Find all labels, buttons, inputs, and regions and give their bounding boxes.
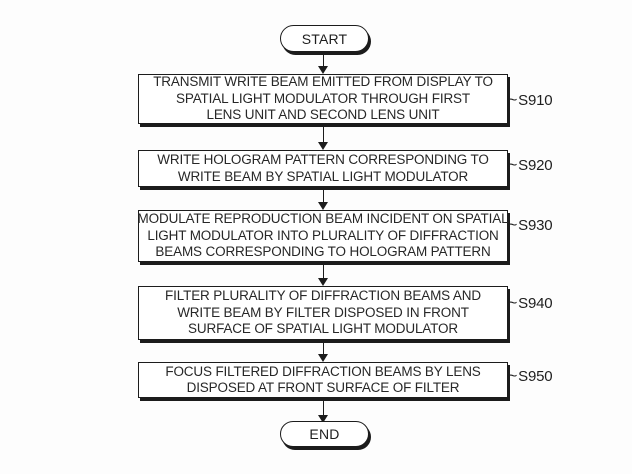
step-text-line: LENS UNIT AND SECOND LENS UNIT (206, 107, 440, 123)
step-text-line: WRITE HOLOGRAM PATTERN CORRESPONDING TO (157, 152, 489, 168)
step-text-line: SPATIAL LIGHT MODULATOR THROUGH FIRST (176, 90, 470, 106)
step-box-s920: WRITE HOLOGRAM PATTERN CORRESPONDING TO … (138, 150, 508, 187)
arrow-shaft (322, 340, 325, 355)
arrow-shaft (322, 398, 325, 416)
step-text-line: TRANSMIT WRITE BEAM EMITTED FROM DISPLAY… (153, 74, 493, 90)
tilde-connector: ~ (508, 368, 518, 385)
step-ref-s920: ~S920 (508, 157, 553, 174)
flow-arrow-s930-to-s940 (318, 262, 329, 286)
step-ref-s930: ~S930 (508, 217, 553, 234)
step-text-line: LIGHT MODULATOR INTO PLURALITY OF DIFFRA… (147, 227, 499, 243)
arrow-head-icon (318, 66, 328, 74)
arrow-shaft (322, 52, 325, 67)
arrow-head-icon (318, 202, 328, 210)
step-box-s930: MODULATE REPRODUCTION BEAM INCIDENT ON S… (137, 210, 509, 262)
step-ref-label: S950 (518, 368, 553, 385)
end-label: END (309, 426, 340, 442)
tilde-connector: ~ (508, 92, 518, 109)
step-box-s950: FOCUS FILTERED DIFFRACTION BEAMS BY LENS… (138, 362, 508, 398)
start-terminal: START (280, 25, 369, 52)
flow-arrow-s920-to-s930 (318, 187, 329, 210)
step-ref-s950: ~S950 (508, 368, 553, 385)
flow-arrow-s940-to-s950 (318, 340, 329, 362)
step-text-line: WRITE BEAM BY SPATIAL LIGHT MODULATOR (177, 168, 469, 184)
step-ref-s910: ~S910 (508, 92, 553, 109)
step-text-line: WRITE BEAM BY FILTER DISPOSED IN FRONT (177, 304, 469, 320)
arrow-head-icon (318, 354, 328, 362)
flow-arrow-s950-to-end (318, 398, 329, 423)
step-ref-label: S920 (518, 157, 553, 174)
step-ref-label: S940 (518, 295, 553, 312)
step-box-s940: FILTER PLURALITY OF DIFFRACTION BEAMS AN… (138, 286, 508, 340)
arrow-head-icon (318, 142, 328, 150)
arrow-head-icon (318, 278, 328, 286)
step-box-s910: TRANSMIT WRITE BEAM EMITTED FROM DISPLAY… (138, 74, 508, 124)
step-text-line: MODULATE REPRODUCTION BEAM INCIDENT ON S… (137, 211, 509, 227)
arrow-shaft (322, 262, 325, 279)
tilde-connector: ~ (508, 157, 518, 174)
tilde-connector: ~ (508, 295, 518, 312)
step-text-line: SURFACE OF SPATIAL LIGHT MODULATOR (188, 321, 458, 337)
arrow-shaft (322, 187, 325, 203)
start-label: START (301, 30, 348, 47)
step-text-line: FOCUS FILTERED DIFFRACTION BEAMS BY LENS (165, 363, 481, 379)
step-ref-label: S930 (518, 217, 553, 234)
flow-arrow-start-to-s910 (318, 52, 329, 74)
step-ref-label: S910 (518, 92, 553, 109)
arrow-head-icon (318, 415, 328, 423)
tilde-connector: ~ (508, 217, 518, 234)
step-text-line: DISPOSED AT FRONT SURFACE OF FILTER (186, 380, 460, 395)
step-text-line: BEAMS CORRESPONDING TO HOLOGRAM PATTERN (155, 244, 491, 260)
arrow-shaft (322, 124, 325, 143)
step-text-line: FILTER PLURALITY OF DIFFRACTION BEAMS AN… (165, 288, 481, 304)
end-terminal: END (280, 421, 369, 447)
flow-arrow-s910-to-s920 (318, 124, 329, 150)
step-ref-s940: ~S940 (508, 295, 553, 312)
